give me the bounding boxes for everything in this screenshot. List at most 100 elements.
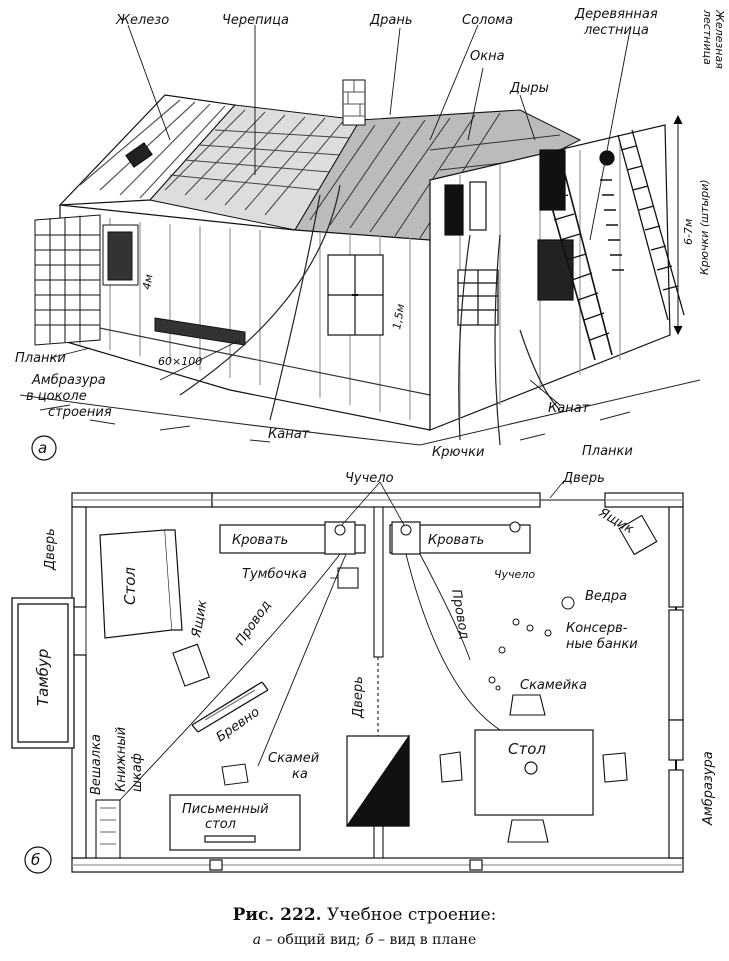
panel-a-letter: а: [38, 439, 47, 457]
label-window-height: 1,5м: [390, 303, 407, 331]
figure-number: Рис. 222.: [232, 905, 322, 925]
label-embrasure-2: в цоколе: [26, 389, 87, 404]
buckets-cans: [488, 596, 575, 691]
label-shingles: Дрань: [369, 13, 413, 28]
label-vestibule: Тамбур: [34, 649, 52, 706]
label-iron-ladder: Железная лестница: [701, 9, 726, 72]
label-tiles: Черепица: [222, 13, 289, 28]
label-table-left: Стол: [121, 567, 139, 605]
label-wooden-ladder-1: Деревянная: [574, 7, 658, 22]
label-desk-2: стол: [205, 817, 236, 832]
floor-plan-drawing: Чучело Дверь Кровать Кровать Ящик Тумбоч…: [11, 471, 716, 874]
legend-b-letter: б: [365, 932, 374, 948]
label-slats-right: Планки: [582, 444, 633, 459]
label-bench-right: Скамейка: [520, 678, 587, 693]
label-cans-1: Консерв-: [566, 621, 628, 636]
right-table: [474, 729, 594, 816]
label-bed-left: Кровать: [232, 533, 288, 548]
figure-legend: а – общий вид; б – вид в плане: [0, 932, 729, 948]
side-wall: [429, 124, 671, 431]
plinth-embrasure: [154, 317, 246, 346]
figure-caption: Рис. 222. Учебное строение:: [0, 905, 729, 925]
nightstand: [337, 567, 359, 589]
label-wire-left: Провод: [233, 598, 274, 648]
lattice-planks: [34, 214, 101, 346]
label-holes: Дыры: [509, 81, 549, 96]
label-embrasure-3: строения: [48, 405, 112, 420]
label-scarecrow-top: Чучело: [345, 471, 394, 486]
left-table: [99, 529, 183, 639]
label-rope-center: Канат: [268, 427, 310, 442]
general-view-drawing: Железо Черепица Дрань Солома Деревянная …: [15, 7, 726, 461]
label-desk: Письменный стол: [182, 802, 273, 832]
partition-door: [345, 734, 410, 827]
panel-b-badge: [24, 846, 52, 874]
ropes: [179, 184, 561, 446]
boxes: [172, 514, 658, 687]
label-bench-left: Скамей ка: [268, 751, 323, 782]
wires: [119, 553, 501, 801]
log: [191, 681, 269, 733]
iron-ladder: [617, 129, 685, 321]
label-wooden-ladder: Деревянная лестница: [574, 7, 662, 38]
label-wooden-ladder-2: лестница: [583, 23, 649, 38]
bookcase: [95, 799, 121, 859]
label-wall-height: 4м: [140, 273, 155, 290]
panel-b-letter: б: [31, 851, 40, 869]
label-embrasure-size: 60×100: [158, 355, 202, 368]
label-hooks-pins: Крючки (штыри): [698, 179, 711, 275]
beds: [219, 521, 531, 555]
label-embrasure-plan: Амбразура: [701, 751, 716, 826]
label-slats-left: Планки: [15, 351, 66, 366]
label-bench-left-2: ка: [292, 767, 308, 782]
legend-a-letter: а: [252, 932, 262, 948]
label-cans-2: ные банки: [566, 637, 638, 652]
label-cans: Консерв- ные банки: [566, 621, 638, 652]
label-door-top: Дверь: [562, 471, 605, 486]
label-iron: Железо: [115, 13, 169, 28]
label-bed-right: Кровать: [428, 533, 484, 548]
ground: [19, 379, 701, 446]
leader-lines: [49, 24, 631, 406]
chairs: [439, 694, 628, 843]
label-rope-right: Канат: [548, 401, 590, 416]
label-desk-1: Письменный: [182, 802, 269, 817]
label-bookcase-1: Книжный: [114, 727, 129, 792]
label-door-left: Дверь: [43, 528, 58, 571]
plan-leader-lines: [330, 481, 564, 579]
outer-walls: [71, 492, 684, 873]
door-swings: [85, 499, 605, 655]
legend-b-text: – вид в плане: [378, 932, 477, 948]
figure-title: Учебное строение:: [326, 905, 497, 925]
label-embrasure-1: Амбразура: [31, 373, 106, 388]
label-box-top-right: Ящик: [595, 505, 636, 537]
stool-left: [221, 763, 249, 786]
label-scarecrow-right: Чучело: [494, 568, 535, 581]
vestibule: [11, 597, 75, 749]
label-hanger: Вешалка: [89, 734, 104, 795]
legend-a-text: – общий вид;: [265, 932, 361, 948]
label-bookcase-2: шкаф: [130, 753, 145, 792]
height-dimension: [673, 114, 683, 336]
label-bench-left-1: Скамей: [268, 751, 319, 766]
label-embrasure: Амбразура в цоколе строения: [26, 373, 112, 420]
label-door-middle: Дверь: [351, 676, 366, 719]
panel-a-badge: [31, 435, 57, 461]
label-wire-right: Провод: [448, 588, 472, 640]
label-windows: Окна: [470, 49, 505, 64]
desk: [169, 794, 301, 851]
left-window: [102, 224, 139, 286]
chimney: [342, 79, 366, 126]
wooden-ladder: [539, 154, 613, 361]
front-window: [327, 254, 384, 336]
label-straw: Солома: [462, 13, 513, 28]
label-height: 6-7м: [682, 219, 695, 245]
label-hooks: Крючки: [432, 445, 484, 460]
wall-hooks: [600, 179, 624, 271]
scarecrows: [334, 521, 521, 536]
label-bookcase: Книжный шкаф: [114, 723, 145, 792]
label-box-left: Ящик: [189, 599, 210, 640]
label-nightstand: Тумбочка: [242, 567, 307, 582]
label-buckets: Ведра: [585, 589, 627, 604]
label-table-right: Стол: [508, 740, 546, 758]
